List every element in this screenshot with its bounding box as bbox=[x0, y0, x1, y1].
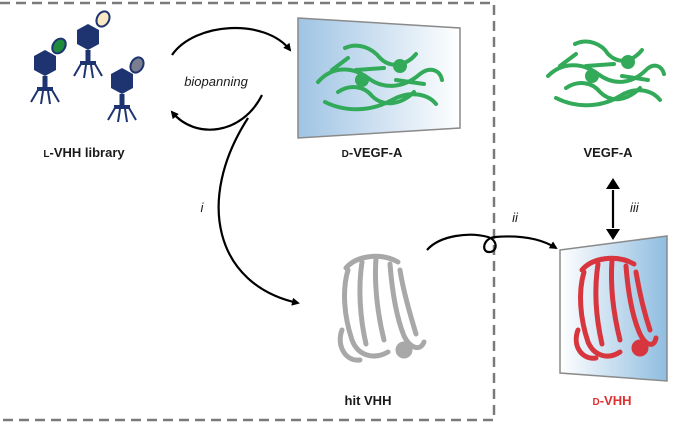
biopanning-arrow-top bbox=[171, 26, 292, 56]
phage-icon bbox=[30, 37, 67, 105]
phage-icon bbox=[73, 10, 111, 79]
hit-vhh-protein-ribbon bbox=[337, 253, 427, 363]
step-ii-label: ii bbox=[512, 210, 519, 225]
d-vegf-protein-ribbon bbox=[316, 43, 444, 112]
d-vhh-protein-ribbon bbox=[573, 255, 659, 361]
step-i-label: i bbox=[201, 200, 205, 215]
arrow-i bbox=[217, 117, 300, 306]
library-label: L-VHH library bbox=[43, 145, 125, 160]
hit-vhh-label: hit VHH bbox=[345, 393, 392, 408]
biopanning-arrow-bottom bbox=[170, 94, 263, 131]
vegf-a-protein-ribbon bbox=[546, 39, 666, 108]
d-vegf-label: D-VEGF-A bbox=[342, 145, 403, 160]
d-vhh-label: D-VHH bbox=[592, 393, 631, 408]
step-iii-label: iii bbox=[630, 200, 640, 215]
dashed-selection-box bbox=[0, 1, 496, 422]
arrow-ii bbox=[426, 233, 558, 254]
vegf-a-label: VEGF-A bbox=[583, 145, 633, 160]
arrow-iii bbox=[606, 178, 620, 240]
phage-icon bbox=[107, 56, 145, 123]
biopanning-step-label: biopanning bbox=[184, 74, 248, 89]
phage-library-group bbox=[30, 10, 145, 123]
